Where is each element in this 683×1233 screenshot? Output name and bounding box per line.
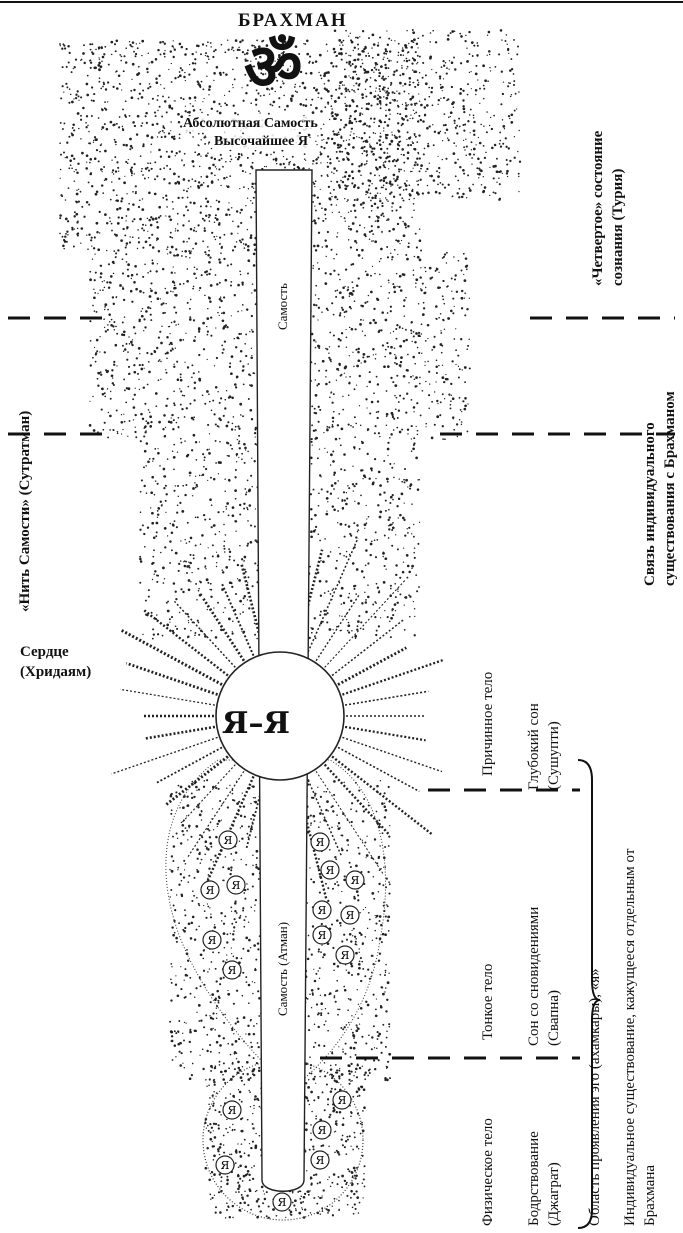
atom-glyph: Я xyxy=(232,879,241,892)
atom-glyph: Я xyxy=(318,1124,327,1137)
atom-glyph: Я xyxy=(351,874,360,887)
fourth-state-label: «Четвертое» состояние сознания (Турия) xyxy=(588,131,628,286)
ego-region-label: Область проявления эго (ахамкары), «я» xyxy=(585,968,605,1226)
top-caption-line1: Абсолютная Самость xyxy=(183,116,318,132)
atom-glyph: Я xyxy=(338,1094,347,1107)
diagram-title: БРАХМАН xyxy=(238,10,348,32)
atom-glyph: Я xyxy=(316,836,325,849)
atom-glyph: Я xyxy=(326,864,335,877)
atom-glyph: Я xyxy=(221,1159,230,1172)
upper-column-label: Самость xyxy=(273,283,293,330)
atom-glyph: Я xyxy=(346,909,355,922)
atom-glyph: Я xyxy=(228,1104,237,1117)
atom-glyph: Я xyxy=(224,834,233,847)
deep-sleep-label: Глубокий сон (Сушупти) xyxy=(524,703,564,790)
heart-label: Сердце (Хридаям) xyxy=(20,642,91,682)
atom-glyph: Я xyxy=(278,1196,287,1209)
atom-glyph: Я xyxy=(318,929,327,942)
top-caption-line2: Высочайшее Я xyxy=(214,134,308,150)
lower-column-label: Самость (Атман) xyxy=(273,922,293,1016)
physical-body-label: Физическое тело xyxy=(478,1118,498,1226)
thread-of-self-label: «Нить Самости» (Сутратман) xyxy=(15,411,35,612)
subtle-body-label: Тонкое тело xyxy=(478,964,498,1040)
dream-sleep-label: Сон со сновидениями (Свапна) xyxy=(524,907,564,1046)
atom-glyph: Я xyxy=(341,949,350,962)
atom-glyph: Я xyxy=(228,964,237,977)
waking-label: Бодрствование (Джаграт) xyxy=(524,1131,564,1226)
atom-glyph: Я xyxy=(316,1154,325,1167)
atom-glyph: Я xyxy=(318,904,327,917)
link-with-brahman-label: Связь индивидуального существования с Бр… xyxy=(640,391,680,586)
causal-body-label: Причинное тело xyxy=(478,672,498,776)
om-symbol: ॐ xyxy=(244,36,302,100)
atom-glyph: Я xyxy=(208,934,217,947)
atom-glyph: Я xyxy=(206,884,215,897)
heart-center-label: Я–Я xyxy=(222,706,290,741)
individual-existence-label: Индивидуальное существование, кажущееся … xyxy=(620,849,660,1226)
